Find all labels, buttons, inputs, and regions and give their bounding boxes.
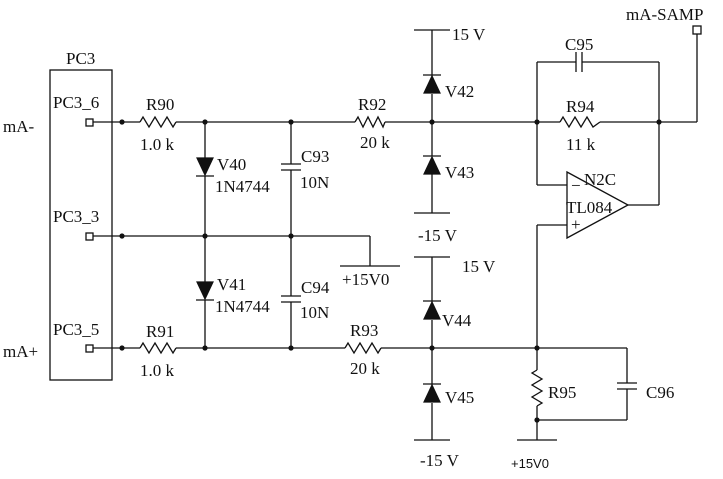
rail-label-minus15v-bottom: -15 V bbox=[420, 451, 460, 470]
pin-label-pc3-5: PC3_5 bbox=[53, 320, 99, 339]
capacitor-c93 bbox=[281, 163, 301, 171]
label-r92-value: 20 k bbox=[360, 133, 390, 152]
zener-v45 bbox=[423, 383, 441, 403]
diode-v40 bbox=[196, 157, 214, 177]
label-r93-ref: R93 bbox=[350, 321, 378, 340]
label-v43-ref: V43 bbox=[445, 163, 474, 182]
rail-label-minus15v-mid: -15 V bbox=[418, 226, 458, 245]
label-v41-part: 1N4744 bbox=[215, 297, 270, 316]
zener-v43 bbox=[423, 155, 441, 175]
label-c94-value: 10N bbox=[300, 303, 329, 322]
pin-pc3-5 bbox=[85, 344, 94, 353]
label-ground-net-bottom: +15V0 bbox=[511, 456, 549, 471]
net-label-ma-plus: mA+ bbox=[3, 342, 38, 361]
label-r95-ref: R95 bbox=[548, 383, 576, 402]
label-v45-ref: V45 bbox=[445, 388, 474, 407]
resistor-r95 bbox=[530, 369, 544, 407]
junction-dots bbox=[119, 119, 662, 423]
net-label-ma-minus: mA- bbox=[3, 117, 35, 136]
label-c95-ref: C95 bbox=[565, 35, 593, 54]
pin-pc3-6 bbox=[85, 118, 94, 127]
label-r94-value: 11 k bbox=[566, 135, 596, 154]
label-c96-ref: C96 bbox=[646, 383, 674, 402]
wires bbox=[93, 29, 698, 441]
label-opamp-ref: N2C bbox=[584, 170, 616, 189]
label-c94-ref: C94 bbox=[301, 278, 330, 297]
label-v41-ref: V41 bbox=[217, 275, 246, 294]
capacitor-c94 bbox=[281, 295, 301, 303]
zener-v42 bbox=[423, 74, 441, 94]
label-r90-value: 1.0 k bbox=[140, 135, 175, 154]
resistor-r94 bbox=[559, 115, 601, 129]
connector-ref: PC3 bbox=[66, 49, 95, 68]
label-r90-ref: R90 bbox=[146, 95, 174, 114]
label-c93-ref: C93 bbox=[301, 147, 329, 166]
label-v44-ref: V44 bbox=[442, 311, 472, 330]
capacitor-c95 bbox=[575, 52, 583, 72]
opamp-plus-pin: + bbox=[571, 215, 581, 234]
pin-label-pc3-6: PC3_6 bbox=[53, 93, 99, 112]
label-c93-value: 10N bbox=[300, 173, 329, 192]
opamp-minus-pin: − bbox=[571, 176, 581, 195]
pin-label-pc3-3: PC3_3 bbox=[53, 207, 99, 226]
label-r91-ref: R91 bbox=[146, 322, 174, 341]
label-r94-ref: R94 bbox=[566, 97, 595, 116]
label-r91-value: 1.0 k bbox=[140, 361, 175, 380]
resistor-r90 bbox=[139, 115, 177, 129]
opamp-n2c bbox=[566, 170, 630, 240]
label-v40-ref: V40 bbox=[217, 155, 246, 174]
diode-v41 bbox=[196, 281, 214, 301]
pin-pc3-3 bbox=[85, 232, 94, 241]
rail-label-15v-mid: 15 V bbox=[462, 257, 496, 276]
resistor-r93 bbox=[344, 341, 382, 355]
rail-label-15v-top: 15 V bbox=[452, 25, 486, 44]
label-ground-net: +15V0 bbox=[342, 270, 389, 289]
output-port-ma-samp bbox=[692, 25, 702, 35]
label-v40-part: 1N4744 bbox=[215, 177, 270, 196]
zener-v44 bbox=[423, 300, 441, 320]
resistor-r91 bbox=[139, 341, 177, 355]
net-label-ma-samp: mA-SAMP bbox=[626, 5, 703, 24]
label-r93-value: 20 k bbox=[350, 359, 380, 378]
label-opamp-part: TL084 bbox=[566, 198, 613, 217]
label-v42-ref: V42 bbox=[445, 82, 474, 101]
resistor-r92 bbox=[354, 115, 386, 129]
capacitor-c96 bbox=[617, 382, 637, 390]
label-r92-ref: R92 bbox=[358, 95, 386, 114]
